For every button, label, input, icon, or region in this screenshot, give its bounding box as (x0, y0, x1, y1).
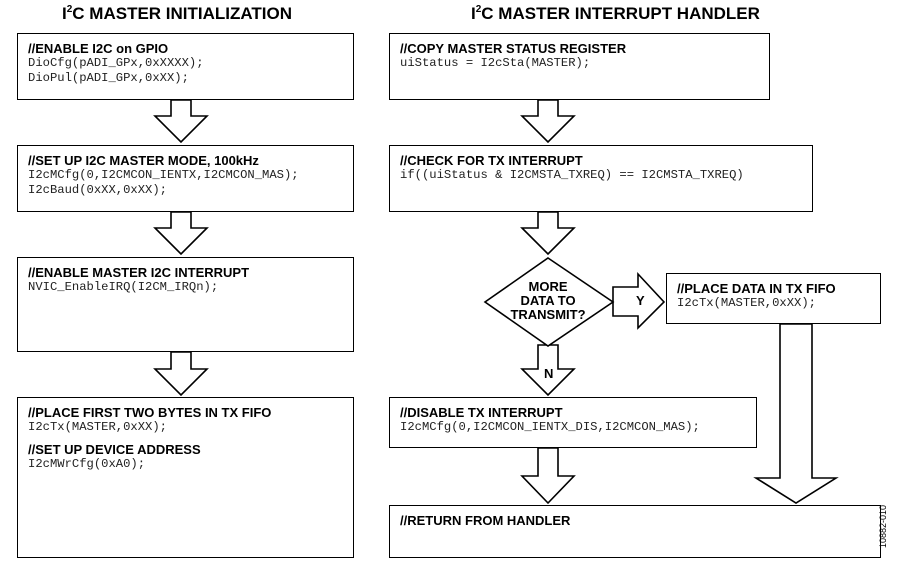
code-line: I2cBaud(0xXX,0xXX); (28, 183, 167, 197)
code-line: I2cMCfg(0,I2CMCON_IENTX_DIS,I2CMCON_MAS)… (400, 420, 700, 434)
right-arrow-2 (520, 211, 576, 256)
code-line: I2cMCfg(0,I2CMCON_IENTX,I2CMCON_MAS); (28, 168, 299, 182)
code-line: if((uiStatus & I2CMSTA_TXREQ) == I2CMSTA… (400, 168, 744, 182)
code-line: I2cMWrCfg(0xA0); (28, 457, 146, 471)
code-line: I2cTx(MASTER,0xXX); (28, 420, 167, 434)
copy-status-box: //COPY MASTER STATUS REGISTER uiStatus =… (389, 33, 770, 100)
box-heading: //CHECK FOR TX INTERRUPT (400, 153, 583, 168)
disable-tx-box: //DISABLE TX INTERRUPT I2cMCfg(0,I2CMCON… (389, 397, 757, 448)
first-bytes-box: //PLACE FIRST TWO BYTES IN TX FIFO I2cTx… (17, 397, 354, 558)
place-data-box: //PLACE DATA IN TX FIFO I2cTx(MASTER,0xX… (666, 273, 881, 324)
box-heading: //SET UP DEVICE ADDRESS (28, 442, 201, 457)
return-arrow-right (753, 323, 839, 504)
no-label: N (544, 366, 554, 381)
code-line: I2cTx(MASTER,0xXX); (677, 296, 816, 310)
yes-label: Y (636, 293, 645, 308)
setup-master-mode-box: //SET UP I2C MASTER MODE, 100kHz I2cMCfg… (17, 145, 354, 212)
box-heading: //PLACE FIRST TWO BYTES IN TX FIFO (28, 405, 272, 420)
left-arrow-3 (153, 351, 209, 397)
yes-arrow (612, 271, 666, 330)
check-tx-box: //CHECK FOR TX INTERRUPT if((uiStatus & … (389, 145, 813, 212)
code-line: DioPul(pADI_GPx,0xXX); (28, 71, 189, 85)
return-arrow-left (520, 447, 576, 505)
enable-interrupt-box: //ENABLE MASTER I2C INTERRUPT NVIC_Enabl… (17, 257, 354, 352)
box-heading: //SET UP I2C MASTER MODE, 100kHz (28, 153, 259, 168)
right-title: I2C MASTER INTERRUPT HANDLER (471, 4, 760, 23)
figure-id: 10882-010 (878, 504, 888, 548)
decision-diamond (483, 257, 615, 347)
left-arrow-2 (153, 211, 209, 256)
box-heading: //ENABLE MASTER I2C INTERRUPT (28, 265, 250, 280)
box-heading: //RETURN FROM HANDLER (400, 513, 571, 528)
box-heading: //ENABLE I2C on GPIO (28, 41, 169, 56)
code-line: NVIC_EnableIRQ(I2CM_IRQn); (28, 280, 219, 294)
decision-text: MORE DATA TO TRANSMIT? (510, 279, 586, 322)
left-arrow-1 (153, 99, 209, 144)
no-arrow (520, 344, 576, 397)
right-arrow-1 (520, 99, 576, 144)
box-heading: //COPY MASTER STATUS REGISTER (400, 41, 627, 56)
return-box: //RETURN FROM HANDLER (389, 505, 881, 558)
code-line: uiStatus = I2cSta(MASTER); (400, 56, 591, 70)
box-heading: //PLACE DATA IN TX FIFO (677, 281, 836, 296)
enable-i2c-gpio-box: //ENABLE I2C on GPIO DioCfg(pADI_GPx,0xX… (17, 33, 354, 100)
box-heading: //DISABLE TX INTERRUPT (400, 405, 563, 420)
left-title: I2C MASTER INITIALIZATION (62, 4, 293, 23)
code-line: DioCfg(pADI_GPx,0xXXXX); (28, 56, 204, 70)
